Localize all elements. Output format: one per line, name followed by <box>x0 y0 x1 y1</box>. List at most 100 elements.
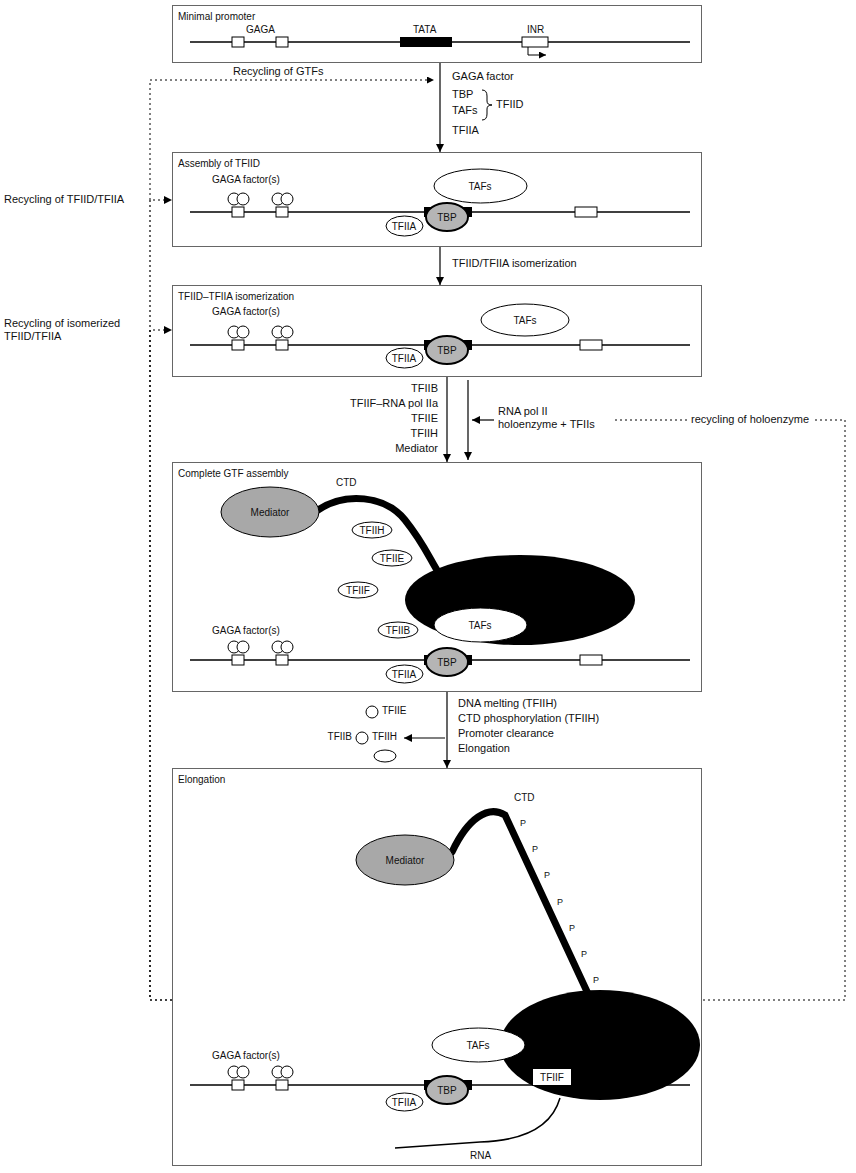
gaga-factor <box>237 1066 249 1078</box>
rna-pol-ii <box>500 990 700 1100</box>
annotation-label: Elongation <box>458 742 510 755</box>
release-arrow <box>404 737 445 738</box>
ellipse-outline <box>481 304 569 336</box>
annotation-label: Recycling of GTFs <box>230 65 326 78</box>
factor-ellipse: TFIIA <box>385 215 424 237</box>
annotation-label: GAGA <box>246 24 275 36</box>
factor-ellipse: Mediator <box>355 834 455 886</box>
factor-ellipse: TFIIA <box>385 347 424 369</box>
phosphate-mark: P <box>520 818 526 829</box>
annotation-label: GAGA factor(s) <box>212 306 280 318</box>
ctd-tail <box>318 499 440 575</box>
annotation-label: Promoter clearance <box>458 727 554 740</box>
annotation-label: TFIIF–RNA pol IIa <box>300 397 438 410</box>
recycling-line <box>150 80 434 200</box>
gaga-factor <box>281 326 293 338</box>
start-site-arrow <box>528 47 546 55</box>
inr-element <box>575 207 597 217</box>
annotation-label: TFIID <box>496 98 524 111</box>
panel-heading: Minimal promoter <box>173 9 260 24</box>
factor-name: TFIIA <box>392 221 416 232</box>
factor-box: TFIIF <box>532 1068 572 1086</box>
factor-name: TBP <box>437 1085 456 1096</box>
panel-heading: TFIID–TFIIA isomerization <box>173 289 299 304</box>
gaga-element <box>232 37 244 47</box>
ellipse-outline <box>372 550 412 566</box>
annotation-label: GAGA factor(s) <box>212 1050 280 1062</box>
annotation-label: RNA pol II holoenzyme + TFIIs <box>498 405 608 431</box>
ellipse-outline <box>352 522 392 538</box>
recycling-connector <box>150 330 172 1000</box>
annotation-label: TAFs <box>452 104 477 117</box>
gaga-factor <box>281 1066 293 1078</box>
ellipse-outline <box>386 1093 423 1111</box>
gaga-element <box>276 37 288 47</box>
annotation-label: recycling of holoenzyme <box>688 413 812 426</box>
box-outline <box>533 1069 572 1086</box>
gaga-element <box>232 207 244 217</box>
tbp-shape: TBP <box>425 202 469 232</box>
inr-element <box>580 655 602 665</box>
annotation-label: TATA <box>413 24 436 36</box>
gaga-element <box>276 340 288 350</box>
connector-label: TFIID/TFIIA isomerization <box>452 257 577 270</box>
factor-ellipse: TFIIA <box>385 664 424 684</box>
step-arrow <box>446 692 447 768</box>
factor-ellipse: TFIIA <box>385 1092 424 1112</box>
factor-name: TFIIH <box>360 525 385 536</box>
ellipse-outline <box>386 665 423 683</box>
factor-ellipse: TAFs <box>433 168 528 204</box>
gaga-factor <box>237 641 249 653</box>
ellipse-outline <box>386 216 423 236</box>
annotation-label: TBP <box>452 88 473 101</box>
factor-name: TBP <box>437 212 456 223</box>
annotation-label: DNA melting (TFIIH) <box>458 697 557 710</box>
tbp-outline <box>426 1076 468 1104</box>
ellipse-outline <box>386 348 423 368</box>
gaga-factor <box>237 326 249 338</box>
annotation-label: TFIIB <box>300 382 438 395</box>
annotation-label: CTD phosphorylation (TFIIH) <box>458 712 599 725</box>
factor-ellipse: TAFs <box>480 303 570 337</box>
factor-name: TAFs <box>513 315 536 326</box>
factor-name: TFIIF <box>346 585 370 596</box>
recycling-line <box>614 420 845 1000</box>
factor-name: TBP <box>437 345 456 356</box>
step-arrow <box>439 247 440 285</box>
step-arrow <box>446 377 447 462</box>
annotation-label: TFIIE <box>382 705 406 717</box>
annotation-label: TFIIA <box>452 124 479 137</box>
factor-name: Mediator <box>386 855 425 866</box>
annotation-label: CTD <box>514 792 535 804</box>
ellipse-outline <box>434 169 527 203</box>
annotation-label: INR <box>527 24 544 36</box>
factor-ellipse: TFIIH <box>351 521 393 539</box>
inr-element <box>522 37 548 47</box>
tbp-outline <box>426 336 468 364</box>
gaga-element <box>232 655 244 665</box>
factor-ellipse: TFIIF <box>337 581 379 599</box>
annotation-label: TFIIH <box>372 731 397 743</box>
factor-name: TAFs <box>468 181 491 192</box>
tata-box <box>400 37 452 47</box>
phosphate-mark: P <box>557 897 563 908</box>
annotation-label: Mediator <box>300 442 438 455</box>
panel-heading: Assembly of TFIID <box>173 156 265 171</box>
inr-element <box>580 340 602 350</box>
factor-name: TAFs <box>466 1040 489 1051</box>
connector-label: Recycling of TFIID/TFIIA <box>4 193 144 206</box>
gaga-factor <box>237 193 249 205</box>
phosphate-mark: P <box>581 949 587 960</box>
phosphate-mark: P <box>532 844 538 855</box>
tbp-shape: TBP <box>425 335 469 365</box>
factor-name: TFIIA <box>392 1097 416 1108</box>
ellipse-outline <box>221 487 319 537</box>
phosphate-mark: P <box>593 975 599 986</box>
tbp-outline <box>426 203 468 231</box>
holoenzyme-arrow <box>467 380 468 460</box>
factor-ellipse: TAFs <box>431 1027 526 1063</box>
gaga-element <box>276 655 288 665</box>
factor-name: TFIIF <box>540 1072 564 1083</box>
factor-ellipse: TFIIE <box>371 549 413 567</box>
gaga-element <box>232 340 244 350</box>
